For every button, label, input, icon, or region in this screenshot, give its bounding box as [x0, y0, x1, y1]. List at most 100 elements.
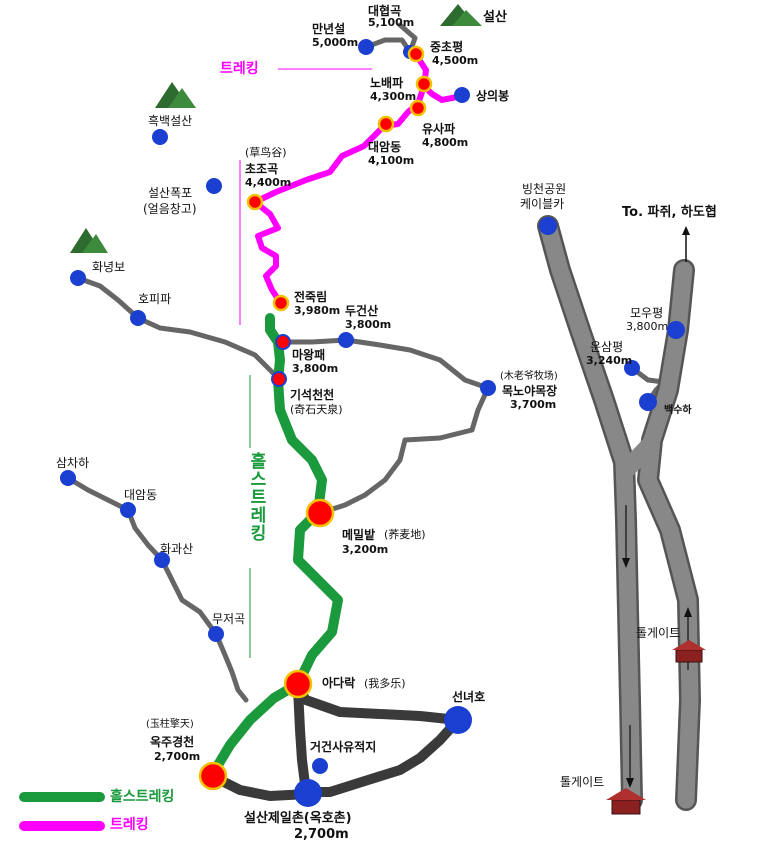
road-network — [65, 22, 679, 703]
label-mowoopyeong-alt: 3,800m — [626, 320, 669, 333]
arrow-down-icon — [622, 558, 630, 568]
label-heukbaek: 흑백설산 — [148, 114, 193, 128]
mixed-stops — [271, 334, 291, 387]
label-mujeogok: 무저곡 — [212, 612, 246, 626]
label-baeksuha: 백수하 — [664, 405, 692, 416]
road-moknoa — [317, 385, 491, 516]
label-daehyeopgok-alt: 5,100m — [368, 16, 415, 29]
label-daeamdong-top: 대암동 — [368, 140, 402, 154]
tollgate-icon-upper — [672, 640, 706, 663]
label-cablecar: 케이블카 — [520, 197, 565, 211]
label-daeamdong-top-alt: 4,100m — [368, 154, 415, 167]
label-tollgate-lower: 톨게이트 — [560, 775, 605, 789]
label-seolsanpokpo: 설산폭포 — [148, 186, 193, 200]
road-samchaha — [65, 475, 249, 703]
stop-okjugyeongcheon — [198, 761, 228, 791]
main-highway — [537, 215, 701, 811]
stop-mannyeonseol — [358, 39, 374, 55]
stop-heukbaek — [152, 129, 168, 145]
label-chojogok-cn: (草鸟谷) — [245, 146, 287, 159]
tollgate-icon-lower — [606, 788, 646, 815]
stop-mawangpae — [275, 334, 291, 350]
stop-unsampyeong — [624, 360, 640, 376]
stop-dugeonsan — [338, 332, 354, 348]
label-daeamdong: 대암동 — [124, 488, 158, 502]
stop-yusapa — [409, 99, 427, 117]
stop-sanguibong — [454, 87, 470, 103]
label-hwanyeongbo: 화녕보 — [92, 260, 126, 274]
label-nobaepa: 노배파 — [370, 76, 404, 90]
stop-hwanyeongbo — [70, 270, 86, 286]
label-mawangpae: 마왕패 — [292, 348, 326, 362]
label-dugeonsan-alt: 3,800m — [345, 318, 392, 331]
label-trekking-title: 트레킹 — [220, 61, 259, 77]
label-moknoa-cn: (木老爷牧场) — [500, 371, 558, 382]
legend-label-trekking: 트레킹 — [110, 817, 149, 833]
road-dugeon — [281, 337, 491, 391]
label-memilbat: 메밀밭 — [342, 528, 376, 542]
road-mannyeon — [363, 37, 413, 55]
label-seolsanjeil-alt: 2,700m — [294, 827, 349, 842]
stop-hopipa — [130, 310, 146, 326]
label-hopipa: 호피파 — [138, 292, 172, 306]
arrow-up-icon — [682, 226, 690, 235]
stop-seolsanjeil — [294, 779, 322, 807]
stop-mowoopyeong — [667, 321, 685, 339]
stop-memilbat — [305, 498, 335, 528]
label-jeonjukrim: 전죽림 — [294, 290, 328, 304]
stop-nobaepa — [415, 75, 433, 93]
label-giseok: 기석천천 — [290, 388, 335, 402]
stop-hwagwasan — [154, 552, 170, 568]
label-jungchopyeong: 중초평 — [430, 40, 464, 54]
stop-jeonjukrim — [272, 294, 290, 312]
label-memilbat-alt: 3,200m — [342, 543, 389, 556]
mountain-icon-west — [70, 228, 108, 253]
label-adarak-cn: (我多乐) — [364, 677, 406, 690]
arrow-up-icon — [684, 607, 692, 617]
label-sanguibong: 상의봉 — [476, 89, 510, 103]
stop-daeamdong-top — [377, 115, 395, 133]
whole-trekking-route — [207, 313, 343, 780]
stop-mujeogok — [208, 626, 224, 642]
trekking-route — [252, 51, 429, 305]
label-nobaepa-alt: 4,300m — [370, 90, 417, 103]
major-stops — [198, 45, 433, 791]
label-yusapa: 유사파 — [422, 122, 456, 136]
stop-jungchopyeong — [407, 45, 425, 63]
label-okju: 옥주경천 — [150, 735, 195, 749]
label-bingcheon: 빙천공원 — [522, 182, 567, 196]
label-unsampyeong-alt: 3,240m — [586, 354, 633, 367]
label-yusapa-alt: 4,800m — [422, 136, 469, 149]
label-tollgate-upper: 톨게이트 — [636, 626, 681, 640]
road-hwanyeong — [75, 275, 281, 381]
label-jeonjukrim-alt: 3,980m — [294, 304, 341, 317]
label-adarak: 아다락 — [322, 676, 356, 690]
mountain-icon-heukbaek — [155, 82, 196, 108]
stop-chojogok — [246, 193, 264, 211]
label-mannyeonseol-alt: 5,000m — [312, 36, 359, 49]
label-okju-alt: 2,700m — [154, 750, 201, 763]
label-okju-cn: (玉柱擎天) — [146, 719, 194, 730]
label-dugeonsan: 두건산 — [345, 304, 379, 318]
label-moknoa-alt: 3,700m — [510, 398, 557, 411]
stop-adarak — [283, 669, 313, 699]
legend-label-whole-trekking: 홀스트레킹 — [110, 789, 175, 805]
label-chojogok: 초조곡 — [245, 162, 279, 176]
stop-samchaha — [60, 470, 76, 486]
label-hwagwasan: 화과산 — [160, 542, 194, 556]
label-giseok-cn: (奇石天泉) — [290, 403, 343, 416]
stop-geogeonsa — [312, 758, 328, 774]
label-samchaha: 삼차하 — [56, 456, 90, 470]
label-seolsanjeil: 설산제일촌(옥호촌) — [244, 811, 352, 826]
label-jungchopyeong-alt: 4,500m — [432, 54, 479, 67]
stop-seolsanpokpo — [206, 178, 222, 194]
stop-seonnyeoho — [444, 706, 472, 734]
label-moknoa: 목노야목장 — [502, 384, 558, 398]
label-mowoopyeong: 모우평 — [630, 306, 664, 320]
minor-stops — [60, 39, 685, 807]
label-eoreumchanggo: (얼음창고) — [143, 202, 197, 216]
stop-giseok — [271, 371, 287, 387]
label-unsampyeong: 운삼평 — [590, 340, 624, 354]
